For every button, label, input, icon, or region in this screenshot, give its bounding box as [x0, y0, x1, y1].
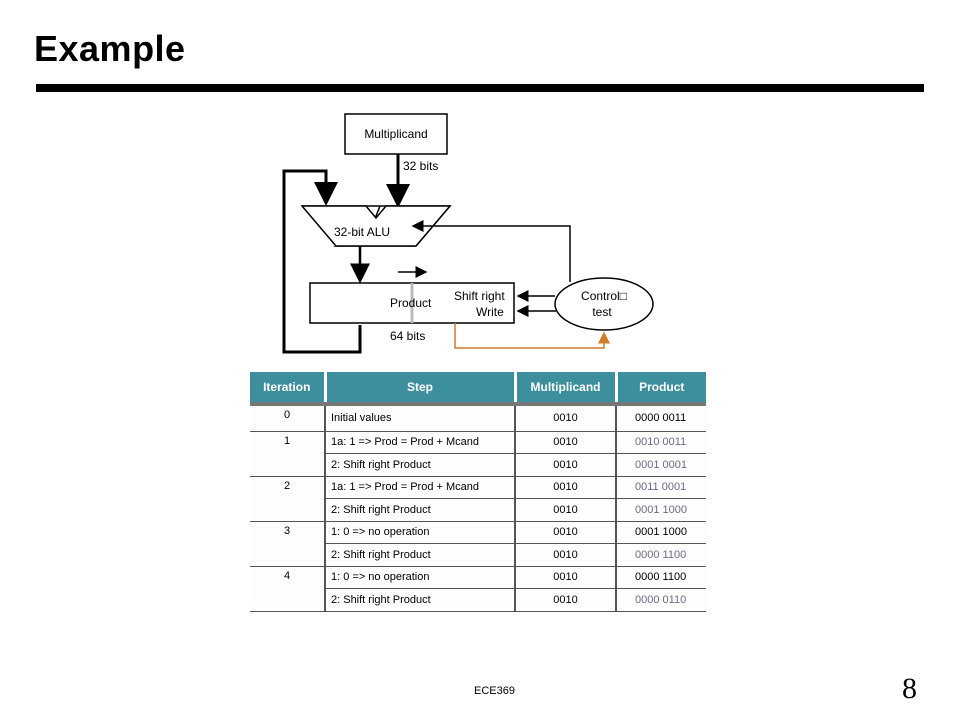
control-to-alu-line — [411, 220, 571, 282]
shift-right-label: Shift right — [454, 289, 505, 303]
table-row: 2: Shift right Product 0010 0000 1100 — [250, 543, 706, 567]
step-cell: 1: 0 => no operation — [325, 521, 516, 544]
column-header-iteration: Iteration — [250, 372, 327, 404]
control-label-line1: Control — [581, 289, 620, 303]
iteration-cell: 4 — [250, 566, 326, 612]
multiply-steps-table-container: Iteration Step Multiplicand Product 0 In… — [250, 372, 706, 612]
table-row: 0 Initial values 0010 0000 0011 — [250, 402, 706, 432]
alu-outline — [300, 205, 452, 247]
product-cell: 0000 0011 — [616, 402, 706, 432]
product-cell: 0000 0110 — [616, 588, 706, 612]
multiplicand-cell: 0010 — [515, 453, 617, 477]
step-cell: 1: 0 => no operation — [325, 566, 516, 589]
column-header-product: Product — [616, 372, 706, 404]
multiplicand-cell: 0010 — [515, 476, 617, 499]
table-row: 3 1: 0 => no operation 0010 0001 1000 — [250, 521, 706, 567]
table-row: 4 1: 0 => no operation 0010 0000 1100 — [250, 566, 706, 612]
table-row: 2 1a: 1 => Prod = Prod + Mcand 0010 0011… — [250, 476, 706, 522]
product-cell: 0010 0011 — [616, 431, 706, 454]
multiply-steps-table: Iteration Step Multiplicand Product 0 In… — [250, 372, 706, 612]
step-cell: 2: Shift right Product — [325, 453, 516, 477]
title-underline — [36, 84, 924, 92]
multiplicand-cell: 0010 — [515, 588, 617, 612]
control-label-box-glyph: □ — [620, 289, 627, 303]
control-test-unit — [554, 277, 654, 331]
product-lsb-to-control-line — [454, 323, 610, 349]
multiplicand-bits-label: 32 bits — [403, 159, 438, 173]
table-row: 2: Shift right Product 0010 0001 0001 — [250, 453, 706, 477]
product-cell: 0011 0001 — [616, 476, 706, 499]
step-cell: 2: Shift right Product — [325, 588, 516, 612]
product-bits-label: 64 bits — [390, 329, 425, 343]
product-feedback-bus — [282, 169, 362, 354]
multiplier-datapath-diagram: Multiplicand 32 bits 32-bit ALU Product … — [282, 113, 654, 354]
product-cell: 0000 1100 — [616, 543, 706, 567]
page-number: 8 — [902, 672, 917, 705]
multiplicand-label: Multiplicand — [364, 127, 427, 141]
iteration-cell: 1 — [250, 431, 326, 477]
step-cell: 2: Shift right Product — [325, 498, 516, 522]
step-cell: Initial values — [325, 402, 516, 432]
multiplicand-cell: 0010 — [515, 521, 617, 544]
iteration-cell: 2 — [250, 476, 326, 522]
footer-course-code: ECE369 — [474, 685, 515, 697]
column-header-step: Step — [325, 372, 517, 404]
slide-title: Example — [34, 28, 186, 69]
multiplicand-cell: 0010 — [515, 498, 617, 522]
column-header-multiplicand: Multiplicand — [515, 372, 618, 404]
product-cell: 0000 1100 — [616, 566, 706, 589]
product-label: Product — [390, 296, 432, 310]
table-row: 2: Shift right Product 0010 0000 0110 — [250, 588, 706, 612]
multiplicand-register — [344, 113, 448, 155]
table-row: 2: Shift right Product 0010 0001 1000 — [250, 498, 706, 522]
multiplicand-cell: 0010 — [515, 402, 617, 432]
iteration-cell: 0 — [250, 402, 326, 432]
control-label-line2: test — [592, 305, 612, 319]
table-header-row: Iteration Step Multiplicand Product — [250, 372, 706, 404]
product-cell: 0001 1000 — [616, 521, 706, 544]
write-label: Write — [476, 305, 504, 319]
table-row: 1 1a: 1 => Prod = Prod + Mcand 0010 0010… — [250, 431, 706, 477]
step-cell: 1a: 1 => Prod = Prod + Mcand — [325, 431, 516, 454]
iteration-cell: 3 — [250, 521, 326, 567]
multiplicand-cell: 0010 — [515, 431, 617, 454]
step-cell: 2: Shift right Product — [325, 543, 516, 567]
alu-label: 32-bit ALU — [334, 225, 390, 239]
multiplicand-cell: 0010 — [515, 543, 617, 567]
product-cell: 0001 0001 — [616, 453, 706, 477]
product-cell: 0001 1000 — [616, 498, 706, 522]
control-label: Control□ — [581, 289, 627, 303]
step-cell: 1a: 1 => Prod = Prod + Mcand — [325, 476, 516, 499]
multiplicand-cell: 0010 — [515, 566, 617, 589]
